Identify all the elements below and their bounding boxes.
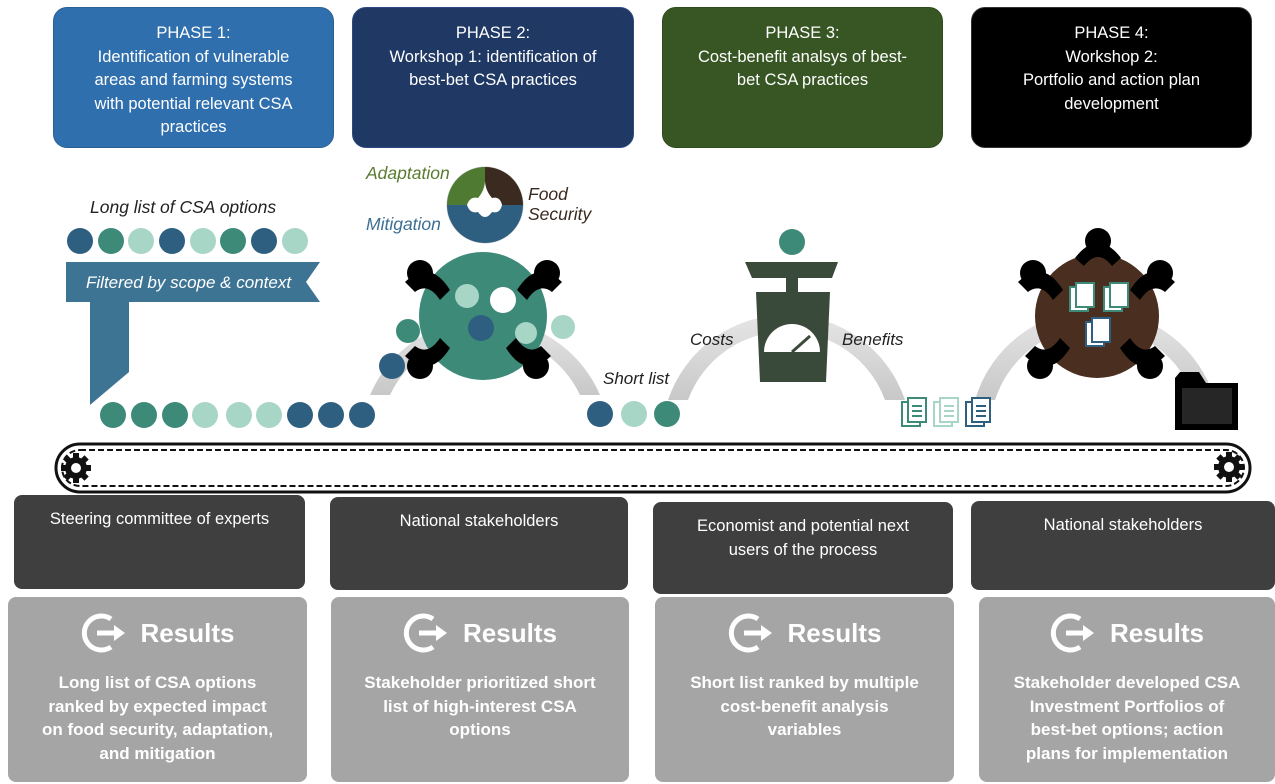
results-line: variables xyxy=(767,720,842,739)
circular-arrow-icon xyxy=(1050,613,1095,653)
phase-1-line: Identification of vulnerable xyxy=(97,47,290,66)
phase-4-box: PHASE 4: Workshop 2: Portfolio and actio… xyxy=(971,7,1252,148)
results-line: Investment Portfolios of xyxy=(1029,696,1225,716)
document-icons-phase3 xyxy=(901,397,991,427)
phase-4-line: Workshop 2: xyxy=(1065,47,1158,66)
results-title: Results xyxy=(1110,617,1204,648)
results-line: ranked by expected impact xyxy=(48,696,267,716)
filter-funnel xyxy=(66,262,320,405)
results-line: Stakeholder prioritized short xyxy=(364,673,596,692)
stakeholder-line: Steering committee of experts xyxy=(49,510,270,528)
results-line: best-bet options; action xyxy=(1030,720,1224,739)
gear-icon-right xyxy=(1214,452,1244,482)
circular-arrow-icon xyxy=(728,613,772,653)
stakeholder-box-2: National stakeholders xyxy=(330,497,628,590)
results-line: Short list ranked by multiple xyxy=(690,673,919,692)
phase-4-heading: PHASE 4: xyxy=(1074,24,1149,42)
phase-2-heading: PHASE 2: xyxy=(455,24,531,42)
stakeholder-line: users of the process xyxy=(728,541,878,559)
results-box-2: Results Stakeholder prioritized short li… xyxy=(331,597,629,782)
phase-2-line: Workshop 1: identification of xyxy=(389,47,597,66)
conveyor-belt xyxy=(54,442,1252,494)
long-list-dots xyxy=(67,228,308,254)
benefits-label: Benefits xyxy=(842,330,904,349)
stakeholder-line: National stakeholders xyxy=(1043,516,1203,534)
phase-4-line: Portfolio and action plan xyxy=(1022,71,1201,89)
stakeholder-line: Economist and potential next xyxy=(697,517,909,535)
phase-1-heading: PHASE 1: xyxy=(156,24,231,42)
stakeholder-line: National stakeholders xyxy=(399,512,559,530)
short-list-label: Short list xyxy=(603,369,670,388)
results-line: and mitigation xyxy=(99,743,216,763)
filtered-dots xyxy=(100,402,375,428)
results-line: Stakeholder developed CSA xyxy=(1013,673,1241,692)
phase-3-line: bet CSA practices xyxy=(736,71,869,89)
short-list-dots xyxy=(587,401,680,427)
arc-phase3 xyxy=(668,314,905,400)
stakeholder-box-1: Steering committee of experts xyxy=(14,495,305,589)
mitigation-label: Mitigation xyxy=(366,214,441,234)
filter-label: Filtered by scope & context xyxy=(86,273,292,292)
results-box-3: Results Short list ranked by multiple co… xyxy=(655,597,954,782)
circular-arrow-icon xyxy=(403,613,448,653)
phase-1-box: PHASE 1: Identification of vulnerable ar… xyxy=(53,7,334,148)
workshop-table-phase4 xyxy=(1018,228,1175,379)
results-line: cost-benefit analysis xyxy=(720,696,889,716)
adaptation-label: Adaptation xyxy=(366,163,450,183)
results-line: options xyxy=(449,720,511,739)
results-line: list of high-interest CSA xyxy=(383,696,577,716)
phase-2-box: PHASE 2: Workshop 1: identification of b… xyxy=(352,7,634,148)
circular-arrow-icon xyxy=(81,613,125,653)
results-line: Long list of CSA options xyxy=(58,673,257,692)
results-title: Results xyxy=(140,617,235,648)
long-list-label: Long list of CSA options xyxy=(90,197,277,217)
costs-label: Costs xyxy=(690,330,734,349)
phase-1-line: with potential relevant CSA xyxy=(94,94,293,113)
phase-4-line: development xyxy=(1064,94,1159,113)
results-box-4: Results Stakeholder developed CSA Invest… xyxy=(979,597,1275,782)
results-title: Results xyxy=(787,617,882,648)
phase-1-line: areas and farming systems xyxy=(94,71,293,89)
gear-icon-left xyxy=(61,453,91,483)
results-title: Results xyxy=(463,617,557,648)
food-security-label: Food Security xyxy=(528,184,592,224)
stakeholder-box-3: Economist and potential next users of th… xyxy=(653,502,953,594)
results-box-1: Results Long list of CSA options ranked … xyxy=(8,597,307,782)
stakeholder-box-4: National stakeholders xyxy=(971,501,1275,590)
phase-3-line: Cost-benefit analsys of best- xyxy=(697,47,908,66)
scale-icon xyxy=(745,229,838,382)
phase-1-line: practices xyxy=(160,118,227,136)
phase-3-box: PHASE 3: Cost-benefit analsys of best- b… xyxy=(662,7,943,148)
results-line: plans for implementation xyxy=(1025,743,1229,763)
phase-3-heading: PHASE 3: xyxy=(765,24,840,42)
puzzle-icon xyxy=(446,166,524,244)
workshop-table-phase2 xyxy=(379,252,575,380)
phase-2-line: best-bet CSA practices xyxy=(409,71,577,89)
results-line: on food security, adaptation, xyxy=(41,720,274,739)
folder-icon xyxy=(1175,372,1238,430)
